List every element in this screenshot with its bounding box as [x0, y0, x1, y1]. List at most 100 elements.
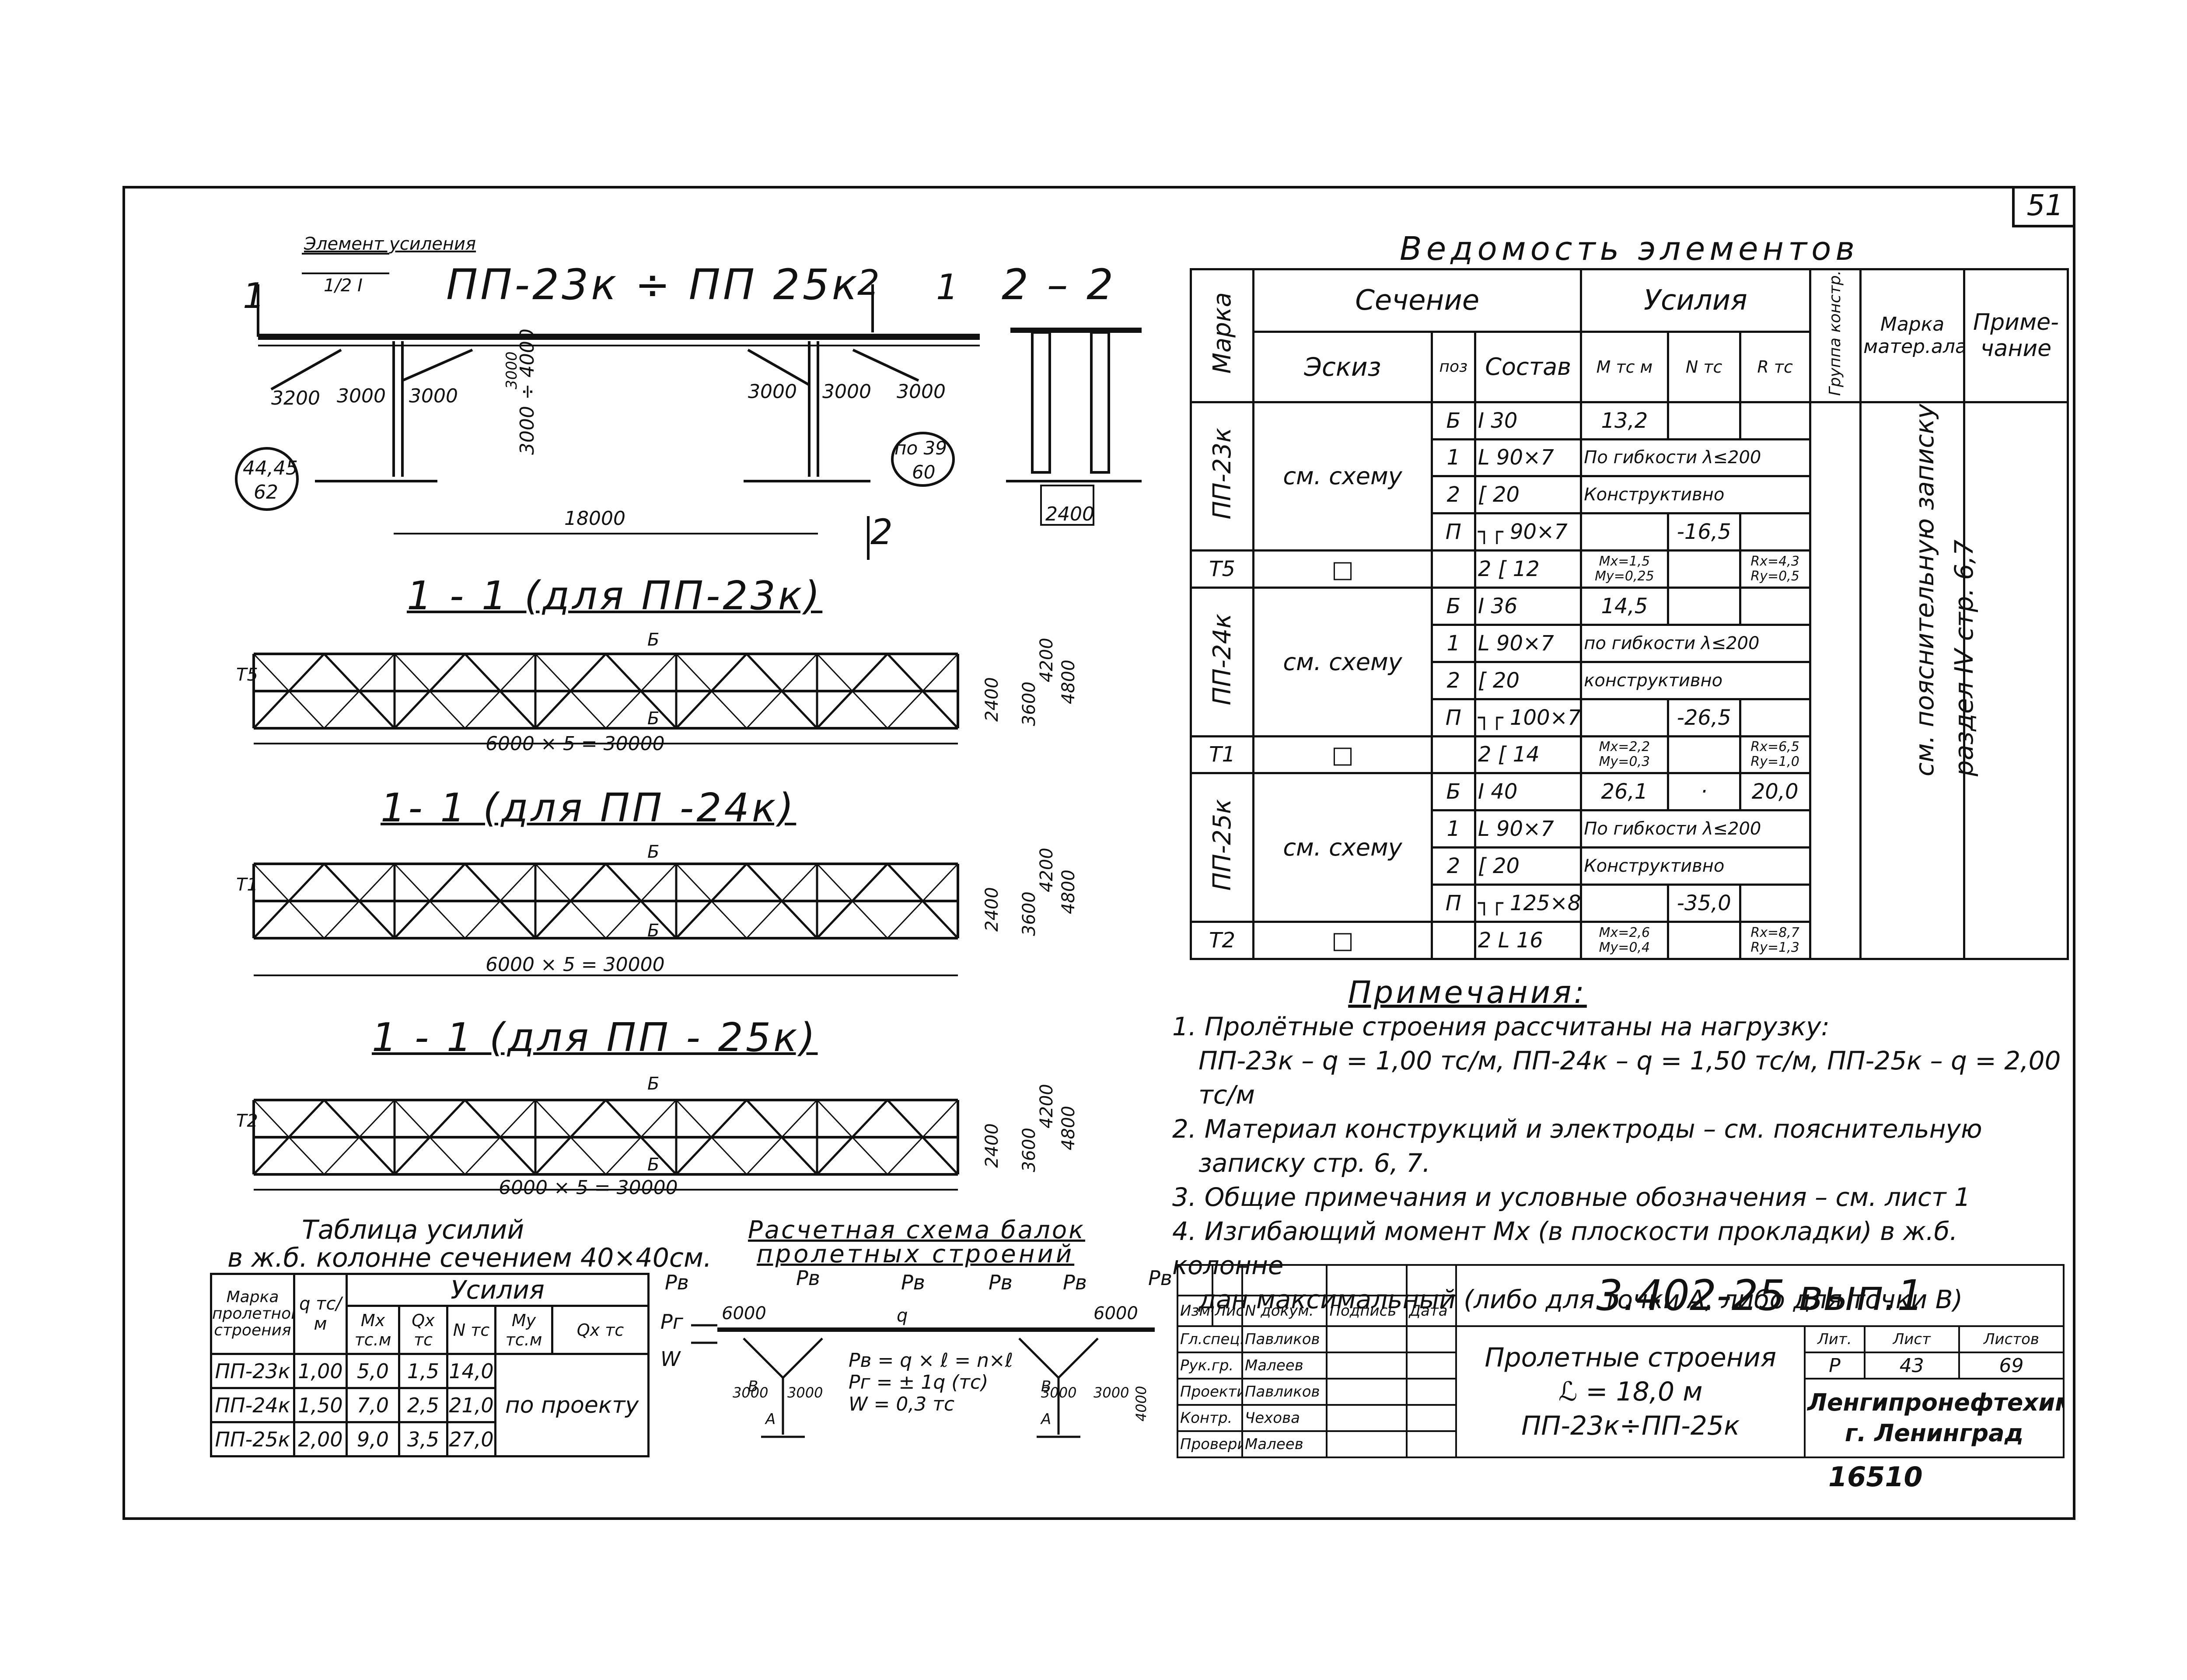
row-m: 26,1: [1580, 772, 1669, 812]
statement-row: П┐┌ 90×7-16,5: [1191, 512, 2068, 552]
row-m: Конструктивно: [1580, 846, 1811, 886]
row-composition: L 90×7: [1474, 809, 1583, 849]
fh-qy: Qx тс: [551, 1305, 650, 1355]
row-composition: [ 20: [1474, 475, 1583, 515]
cut-2-bottom: 2: [870, 512, 893, 552]
row-composition: 2 [ 12: [1474, 549, 1583, 589]
row-pos: 2: [1430, 846, 1476, 886]
row-m: Mx=1,5 My=0,25: [1580, 549, 1669, 589]
row-composition: ┐┌ 125×8: [1474, 884, 1583, 923]
row-r: [1739, 698, 1811, 737]
h-section: Сечение: [1252, 268, 1583, 333]
row-m: По гибкости λ≤200: [1580, 809, 1811, 849]
h-material: Марка матер.ала: [1859, 268, 1965, 403]
row-m: [1580, 512, 1669, 552]
calc-w: W: [660, 1347, 681, 1371]
row-pos: [1430, 549, 1476, 589]
col-note: [1963, 401, 2069, 960]
plan-24-dim-2400: 2400: [982, 887, 1002, 932]
plan-25-b-bottom: Б: [647, 1155, 660, 1175]
org-2: г. Ленинград: [1845, 1419, 2024, 1447]
calc-span-right: 6000: [1094, 1303, 1138, 1324]
ref-right-sub: 60: [912, 461, 936, 483]
note-line-2: ПП-23к – q = 1,00 тс/м, ПП-24к – q = 1,5…: [1198, 1046, 2061, 1110]
row-pos: Б: [1430, 772, 1476, 812]
fh-n: N тс: [446, 1305, 496, 1355]
h-marka: Марка: [1208, 292, 1237, 374]
row-m: Mx=2,6 My=0,4: [1580, 920, 1669, 960]
truss-diagonal: [887, 863, 959, 939]
truss-diagonal: [605, 863, 677, 939]
plan-25-t2: Т2: [236, 1111, 258, 1131]
sheets-h: Листов: [1958, 1325, 2065, 1353]
truss-diagonal: [675, 653, 748, 729]
note-line-4: записку стр. 6, 7.: [1198, 1148, 1431, 1178]
forces-mx: 9,0: [346, 1421, 400, 1457]
main-title: ПП-23к ÷ ПП 25к: [446, 260, 860, 309]
row-composition: I 40: [1474, 772, 1583, 812]
truss-diagonal: [605, 653, 677, 729]
dim-6: 3000: [897, 381, 946, 403]
row-composition: L 90×7: [1474, 438, 1583, 478]
row-composition: I 36: [1474, 587, 1583, 626]
row-n: [1666, 587, 1741, 626]
calc-dim-3000-d: 3000: [1094, 1384, 1129, 1401]
col-izm: Изм: [1177, 1295, 1213, 1327]
row-sketch: □: [1252, 549, 1433, 589]
row-n: [1666, 549, 1741, 589]
row-pos: Б: [1430, 587, 1476, 626]
plan-23-dim-4800: 4800: [1059, 660, 1079, 704]
row-m: Mx=2,2 My=0,3: [1580, 735, 1669, 775]
row-n: -35,0: [1666, 884, 1741, 923]
calc-pb-1: Pв: [665, 1271, 689, 1294]
row-pos: 2: [1430, 660, 1476, 700]
truss-diagonal: [816, 863, 888, 939]
notes-heading: Примечания:: [1348, 974, 1587, 1010]
plan-25-total: 6000 × 5 = 30000: [499, 1177, 678, 1199]
role-1: Гл.спец.: [1177, 1325, 1243, 1353]
sheet: 43: [1863, 1352, 1960, 1380]
note-line-5: 3. Общие примечания и условные обозначен…: [1172, 1182, 1970, 1212]
truss-diagonal: [323, 863, 395, 939]
h-composition: Состав: [1474, 330, 1583, 403]
plan-23-b-top: Б: [647, 630, 660, 650]
truss-diagonal: [675, 863, 748, 939]
row-m: по гибкости λ≤200: [1580, 623, 1811, 663]
truss-diagonal: [323, 1099, 395, 1175]
row-pos: Б: [1430, 401, 1476, 440]
plan-25-dim-2400: 2400: [982, 1123, 1002, 1168]
dim-2: 3000: [337, 385, 386, 407]
row-composition: I 30: [1474, 401, 1583, 440]
stamp-title-2: ℒ = 18,0 м: [1558, 1376, 1703, 1407]
drawing-frame: [122, 186, 2075, 1520]
row-m: [1580, 698, 1669, 737]
calc-dim-3000-b: 3000: [787, 1384, 823, 1401]
name-2: Малеев: [1241, 1352, 1328, 1380]
plan-23-b-bottom: Б: [647, 709, 660, 729]
plan-24-dim-4800: 4800: [1059, 870, 1079, 914]
element-label: Элемент усиления: [304, 234, 476, 254]
forces-q: 1,00: [293, 1353, 348, 1389]
doc-number: 16510: [1828, 1461, 1923, 1493]
sheets: 69: [1958, 1352, 2065, 1380]
calc-formula-3: W = 0,3 тс: [849, 1393, 955, 1415]
forces-n: 27,0: [446, 1421, 496, 1457]
forces-mx: 5,0: [346, 1353, 400, 1389]
h-r: R тс: [1739, 330, 1811, 403]
name-5: Малеев: [1241, 1430, 1328, 1458]
row-composition: 2 L 16: [1474, 920, 1583, 960]
row-n: [1666, 401, 1741, 440]
h-forces: Усилия: [1580, 268, 1811, 333]
fh-q: q тс/м: [293, 1273, 348, 1355]
col-list: Лист: [1211, 1295, 1243, 1327]
row-m: Конструктивно: [1580, 475, 1811, 515]
stamp-title-3: ПП-23к÷ПП-25к: [1521, 1411, 1740, 1441]
forces-qx: 1,5: [398, 1353, 448, 1389]
truss-diagonal: [746, 1099, 818, 1175]
h-n: N тс: [1666, 330, 1741, 403]
